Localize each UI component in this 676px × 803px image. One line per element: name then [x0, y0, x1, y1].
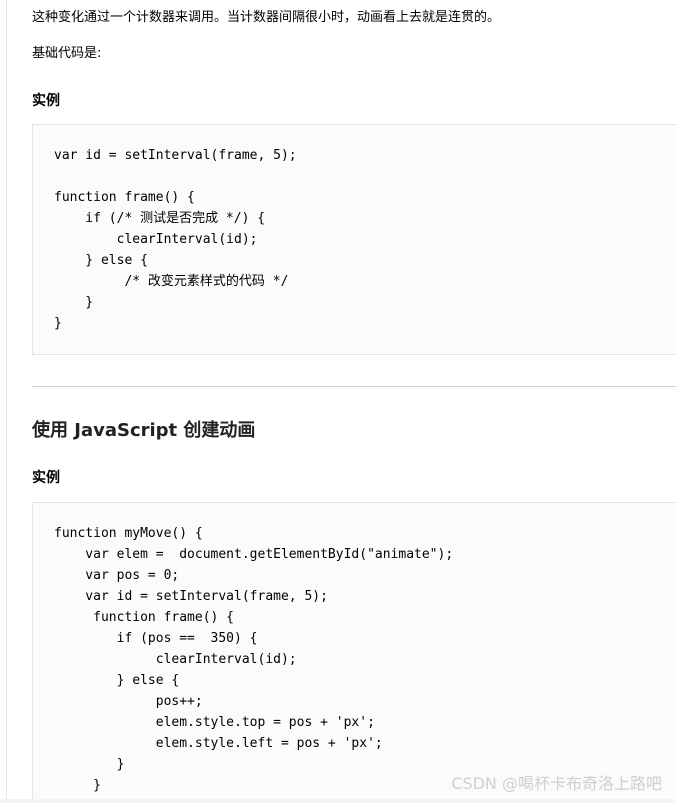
code-block-basic[interactable]: var id = setInterval(frame, 5); function… [32, 124, 676, 355]
intro-paragraph: 这种变化通过一个计数器来调用。当计数器间隔很小时，动画看上去就是连贯的。 [32, 10, 501, 25]
code-line: var id = setInterval(frame, 5); [54, 589, 328, 604]
bottom-edge [0, 799, 676, 803]
code-line: function frame() { [54, 190, 195, 205]
code-block-animation[interactable]: function myMove() { var elem = document.… [32, 502, 676, 803]
code-line: } else { [54, 253, 148, 268]
example-label: 实例 [32, 470, 60, 486]
code-line: } [54, 757, 125, 772]
section-divider [32, 386, 676, 387]
code-line: function myMove() { [54, 526, 203, 541]
code-line: } [54, 778, 101, 793]
example-label: 实例 [32, 93, 60, 109]
code-line: elem.style.top = pos + 'px'; [54, 715, 375, 730]
code-line: if (/* 测试是否完成 */) { [54, 211, 266, 226]
code-line: pos++; [54, 694, 203, 709]
basic-code-label: 基础代码是: [32, 46, 102, 61]
code-line: function frame() { [54, 610, 235, 625]
code-line: } else { [54, 673, 180, 688]
code-line: var pos = 0; [54, 568, 180, 583]
code-line: clearInterval(id); [54, 232, 258, 247]
code-line: clearInterval(id); [54, 652, 297, 667]
csdn-watermark: CSDN @喝杯卡布奇洛上路吧 [451, 774, 662, 793]
code-line: elem.style.left = pos + 'px'; [54, 736, 383, 751]
left-divider [6, 0, 7, 803]
code-line: var id = setInterval(frame, 5); [54, 148, 297, 163]
code-line: if (pos == 350) { [54, 631, 258, 646]
code-line: } [54, 316, 62, 331]
code-line: var elem = document.getElementById("anim… [54, 547, 454, 562]
code-line: /* 改变元素样式的代码 */ [54, 274, 289, 289]
code-line: } [54, 295, 94, 310]
section-heading: 使用 JavaScript 创建动画 [32, 420, 256, 441]
